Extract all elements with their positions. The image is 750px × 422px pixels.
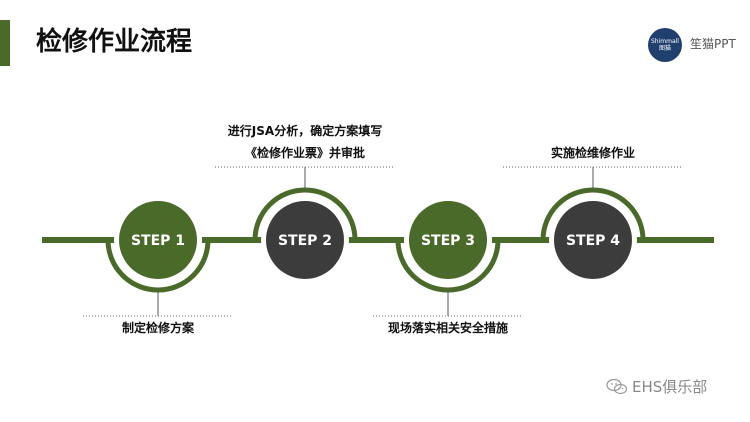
page-title: 检修作业流程 — [36, 27, 193, 57]
step-label-3: STEP 3 — [421, 233, 475, 249]
step-label-4: STEP 4 — [566, 233, 620, 249]
step-description-2-line-2: 《检修作业票》并审批 — [245, 145, 365, 160]
brand-logo-text: Shimmall 图猫 — [651, 38, 679, 52]
step-circle-1 — [119, 201, 197, 279]
timeline-line — [42, 237, 714, 243]
step-label-1: STEP 1 — [131, 233, 185, 249]
step-description-1-line-1: 制定检修方案 — [122, 320, 195, 335]
watermark-text: EHS俱乐部 — [632, 378, 708, 396]
step-circle-3 — [409, 201, 487, 279]
step-circle-2 — [266, 201, 344, 279]
step-description-2-line-1: 进行JSA分析，确定方案填写 — [228, 123, 382, 138]
step-circle-4 — [554, 201, 632, 279]
title-accent-bar — [0, 20, 10, 66]
step-ring-4 — [540, 187, 646, 241]
step-ring-3 — [395, 239, 501, 293]
brand-logo: Shimmall 图猫 — [648, 28, 682, 62]
step-label-2: STEP 2 — [278, 233, 332, 249]
step-ring-1 — [105, 239, 211, 293]
brand-name: 笙猫PPT — [690, 37, 736, 51]
step-ring-2 — [252, 187, 358, 241]
step-description-4-line-1: 实施检维修作业 — [551, 145, 635, 160]
wechat-icon — [606, 378, 628, 395]
step-description-3-line-1: 现场落实相关安全措施 — [388, 320, 508, 335]
